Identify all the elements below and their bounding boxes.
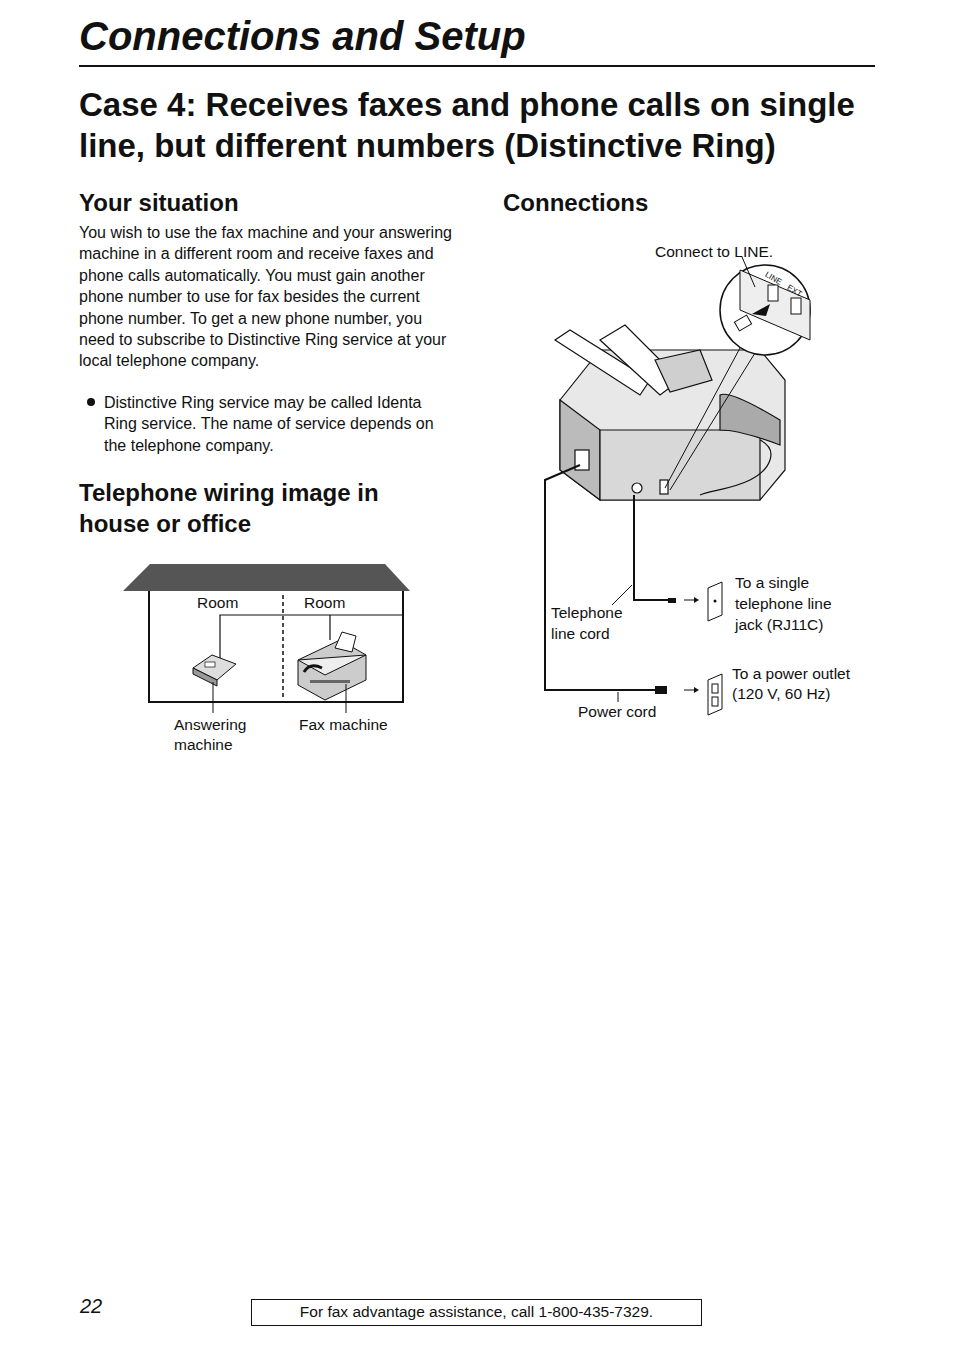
arrow (694, 597, 699, 603)
plug (734, 315, 751, 331)
plug (668, 598, 676, 603)
arrow (752, 304, 770, 316)
room-divider (282, 595, 284, 700)
leader-line (742, 257, 755, 287)
jack-panel (740, 270, 810, 340)
device-label: Fax machine (299, 715, 388, 734)
inset-pointer (665, 348, 740, 488)
bullet-text: Distinctive Ring service may be called I… (104, 392, 456, 456)
callout-label: Power cord (578, 702, 656, 721)
arrow (684, 600, 694, 601)
section-heading: Telephone wiring image in house or offic… (79, 477, 424, 539)
title-rule (79, 65, 875, 67)
power-outlet (708, 674, 722, 715)
case-heading: Case 4: Receives faxes and phone calls o… (79, 84, 879, 166)
socket (712, 684, 718, 693)
footer-text: For fax advantage assistance, call 1-800… (258, 1303, 695, 1321)
handset-cord (700, 440, 771, 495)
arrow (694, 687, 699, 693)
page-number: 22 (80, 1294, 102, 1318)
roof (123, 564, 410, 591)
leader-line (346, 684, 347, 713)
callout-label: To a power outlet (120 V, 60 Hz) (732, 664, 852, 704)
room-label: Room (304, 593, 345, 612)
callout-label: Connect to LINE. (655, 242, 773, 261)
inset-pointer (670, 353, 755, 490)
room-label: Room (197, 593, 238, 612)
bullet (87, 398, 95, 406)
leader-line (618, 692, 619, 702)
socket (712, 697, 718, 706)
power-plug (655, 686, 667, 694)
section-heading: Your situation (79, 188, 239, 218)
leader-line (612, 585, 632, 605)
page-title: Connections and Setup (79, 14, 526, 59)
fax-machine (298, 632, 366, 700)
device-label: Answering machine (174, 715, 269, 755)
ext-jack (791, 298, 801, 314)
leader-line (213, 682, 214, 713)
answering-machine (193, 655, 236, 686)
footer-box: For fax advantage assistance, call 1-800… (251, 1299, 702, 1326)
section-heading: Connections (503, 188, 648, 218)
callout-label: Telephone line cord (551, 602, 643, 644)
arrow (684, 690, 694, 691)
wall-jack (708, 582, 722, 621)
power-cord (545, 465, 655, 690)
inset-circle (720, 265, 810, 355)
callout-label: To a single telephone line jack (RJ11C) (735, 572, 853, 635)
phone-wire (329, 615, 330, 640)
house-wall (149, 591, 403, 702)
body-text: You wish to use the fax machine and your… (79, 222, 457, 372)
line-jack (768, 285, 778, 301)
telephone-line-cord (634, 495, 668, 600)
